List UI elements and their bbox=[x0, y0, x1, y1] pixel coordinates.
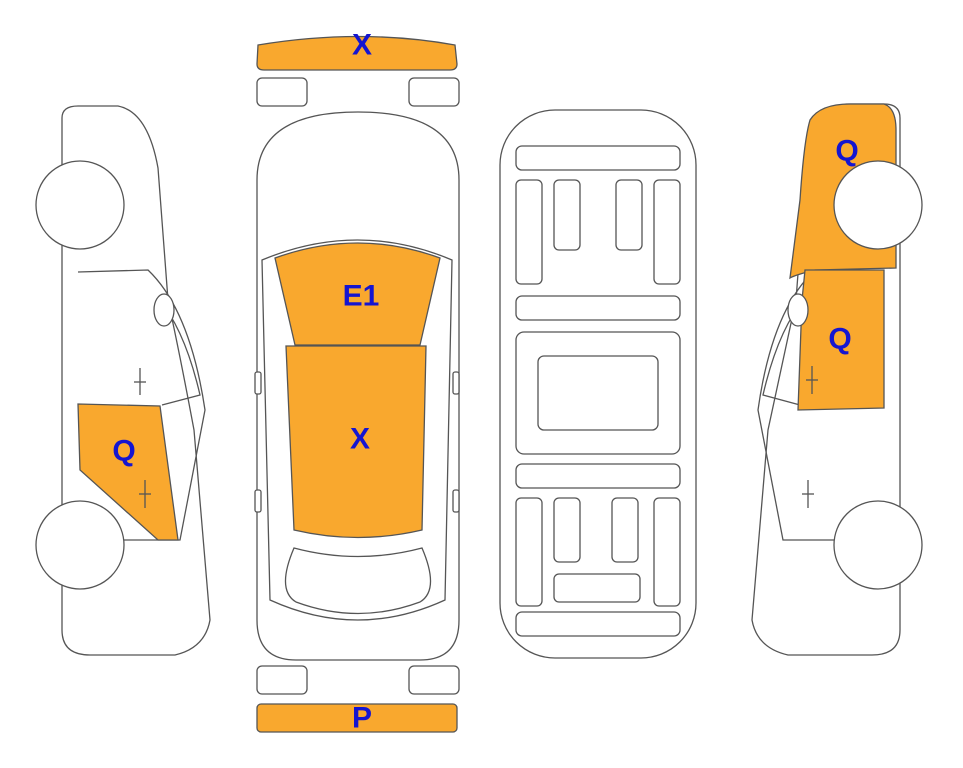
left-rear-door-label: Q bbox=[112, 435, 135, 468]
hood-label: X bbox=[350, 423, 370, 456]
right-top-mirror bbox=[452, 371, 460, 395]
front-left-headlight bbox=[256, 77, 308, 107]
right-front-wheel bbox=[833, 160, 923, 250]
left-rear-door bbox=[77, 403, 179, 541]
rear-bumper-label: P bbox=[352, 702, 372, 735]
hood-roof-panel bbox=[285, 345, 427, 539]
top-view: X E1 X P bbox=[254, 29, 460, 735]
underbody-crossbar bbox=[515, 295, 681, 321]
right-side-view: Q Q bbox=[751, 103, 923, 656]
front-bumper-label: X bbox=[352, 29, 372, 62]
windshield bbox=[274, 242, 441, 346]
left-top-handle bbox=[254, 489, 262, 513]
underbody-panel bbox=[553, 497, 581, 563]
left-front-door-handle bbox=[134, 368, 146, 395]
right-mirror bbox=[787, 293, 809, 327]
underbody-crossbar bbox=[515, 463, 681, 489]
underbody-view bbox=[499, 109, 697, 659]
left-side-cabin bbox=[77, 269, 206, 541]
right-front-door-handle bbox=[806, 366, 818, 394]
underbody-rear-plate bbox=[553, 573, 641, 603]
underbody-panel bbox=[515, 497, 543, 607]
left-mirror bbox=[153, 293, 175, 327]
underbody-rear-bar bbox=[515, 611, 681, 637]
underbody-center-plate bbox=[537, 355, 659, 431]
right-top-handle bbox=[452, 489, 460, 513]
left-front-wheel bbox=[35, 160, 125, 250]
right-rear-door-handle bbox=[802, 480, 814, 508]
underbody-panel bbox=[615, 179, 643, 251]
rear-right-taillight bbox=[408, 665, 460, 695]
rear-left-taillight bbox=[256, 665, 308, 695]
left-rear-door-handle bbox=[139, 480, 151, 508]
right-rear-wheel bbox=[833, 500, 923, 590]
front-bumper bbox=[256, 35, 458, 71]
left-rear-wheel bbox=[35, 500, 125, 590]
rear-window bbox=[284, 547, 432, 615]
left-top-mirror bbox=[254, 371, 262, 395]
underbody-panel bbox=[515, 179, 543, 285]
windshield-label: E1 bbox=[343, 280, 380, 313]
right-front-door-label: Q bbox=[828, 323, 851, 356]
front-right-headlight bbox=[408, 77, 460, 107]
underbody-panel bbox=[653, 497, 681, 607]
underbody-front-bar bbox=[515, 145, 681, 171]
right-front-fender-label: Q bbox=[835, 135, 858, 168]
underbody-panel bbox=[653, 179, 681, 285]
rear-bumper bbox=[256, 703, 458, 733]
top-car-cabin bbox=[261, 239, 453, 621]
left-side-view: Q bbox=[35, 105, 211, 656]
underbody-panel bbox=[553, 179, 581, 251]
underbody-panel bbox=[611, 497, 639, 563]
